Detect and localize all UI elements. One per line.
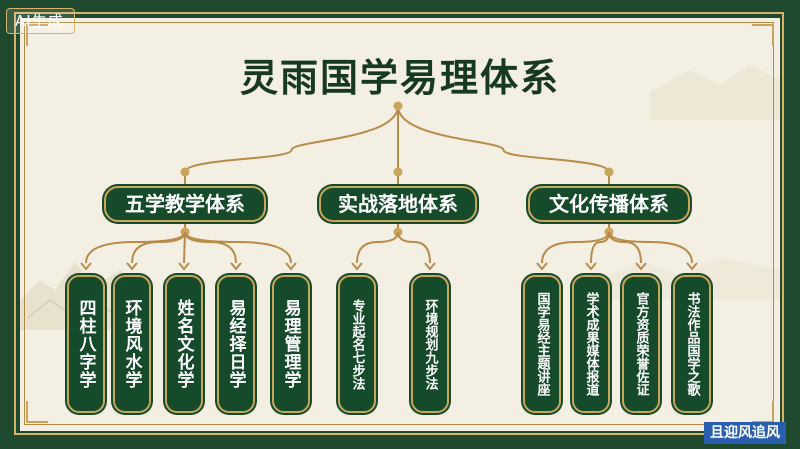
leaf-label: 易理管理学 xyxy=(280,299,301,389)
leaf-label: 姓名文化学 xyxy=(173,299,194,389)
leaf-node: 易理管理学 xyxy=(272,275,310,413)
leaf-node: 国学易经主题讲座 xyxy=(523,275,561,413)
leaf-connector xyxy=(608,231,693,264)
leaf-arrow xyxy=(424,262,436,271)
leaf-label: 官方资质荣誉佐证 xyxy=(633,292,649,396)
leaf-arrow xyxy=(80,262,92,271)
leaf-arrow xyxy=(230,262,242,271)
root-joint-dot xyxy=(393,101,403,111)
category-node: 文化传播体系 xyxy=(528,186,690,222)
root-connector xyxy=(184,105,399,173)
ai-generated-badge: AI生成 xyxy=(6,8,75,34)
leaf-connector xyxy=(590,231,610,264)
leaf-connector xyxy=(85,231,186,264)
root-connector xyxy=(397,105,610,173)
leaf-node: 环境规划九步法 xyxy=(411,275,449,413)
leaf-label: 专业起名七步法 xyxy=(349,298,365,390)
leaf-label: 国学易经主题讲座 xyxy=(534,292,550,396)
leaf-arrow xyxy=(285,262,297,271)
leaf-node: 姓名文化学 xyxy=(165,275,203,413)
watermark-logo: 且迎风追风 xyxy=(704,422,786,444)
category-node: 实战落地体系 xyxy=(319,186,477,222)
leaf-connector xyxy=(184,231,237,264)
leaf-arrow xyxy=(686,262,698,271)
leaf-connector xyxy=(131,231,186,264)
leaf-connector xyxy=(397,231,431,264)
leaf-arrow xyxy=(536,262,548,271)
diagram-title: 灵雨国学易理体系 xyxy=(239,56,560,100)
leaf-connector xyxy=(356,231,399,264)
leaf-node: 官方资质荣誉佐证 xyxy=(622,275,660,413)
leaf-arrow xyxy=(585,262,597,271)
leaf-label: 环境风水学 xyxy=(121,299,142,389)
leaf-node: 四柱八字学 xyxy=(67,275,105,413)
inner-frame xyxy=(24,22,774,425)
leaf-arrow xyxy=(178,262,190,271)
leaf-connector xyxy=(184,231,292,264)
category-joint-dot xyxy=(180,167,190,177)
leaf-node: 学术成果媒体报道 xyxy=(572,275,610,413)
leaf-label: 四柱八字学 xyxy=(75,299,96,389)
corner-ornament xyxy=(26,401,48,423)
leaf-label: 书法作品国学之歌 xyxy=(684,292,700,396)
leaf-label: 学术成果媒体报道 xyxy=(583,292,599,396)
corner-ornament xyxy=(752,24,774,46)
leaf-node: 环境风水学 xyxy=(113,275,151,413)
corner-ornament xyxy=(26,24,48,46)
leaf-node: 书法作品国学之歌 xyxy=(673,275,711,413)
leaf-connector xyxy=(608,231,642,264)
leaf-connector xyxy=(183,231,186,264)
leaf-node: 专业起名七步法 xyxy=(338,275,376,413)
category-joint-dot xyxy=(604,167,614,177)
leaf-arrow xyxy=(351,262,363,271)
leaf-label: 易经择日学 xyxy=(225,299,246,389)
leaf-arrow xyxy=(635,262,647,271)
leaf-node: 易经择日学 xyxy=(217,275,255,413)
outer-frame xyxy=(14,12,784,435)
category-joint-dot xyxy=(393,167,403,177)
category-node: 五学教学体系 xyxy=(104,186,266,222)
leaf-connector xyxy=(541,231,610,264)
leaf-label: 环境规划九步法 xyxy=(422,298,438,390)
leaf-arrow xyxy=(126,262,138,271)
